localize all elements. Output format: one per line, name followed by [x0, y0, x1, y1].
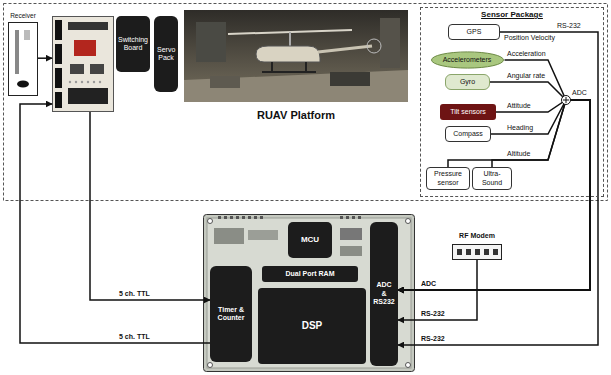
node-label: DSP [302, 320, 323, 332]
signal-label: Heading [506, 124, 534, 132]
signal-connector [398, 100, 590, 290]
node-label: Gyro [460, 78, 475, 86]
signal-label: Position Velocity [503, 34, 556, 42]
node-label: Compass [453, 130, 483, 138]
node-label: Receiver [10, 12, 36, 20]
rf-modem-picture [453, 245, 502, 260]
signal-connector [38, 57, 52, 59]
signal-connector [398, 82, 590, 290]
signal-label: Altitude [506, 150, 531, 158]
summing-junction [562, 96, 571, 105]
sensor-box: Ultra-Sound [472, 167, 512, 190]
node-label: Ultra-Sound [475, 170, 509, 187]
signal-connector [398, 60, 590, 290]
signal-connector [398, 32, 598, 345]
node-label: GPS [467, 28, 482, 36]
signal-label: RS-232 [420, 310, 446, 318]
signal-connector [398, 100, 590, 290]
signal-connector [398, 100, 590, 290]
signal-label: ADC [420, 280, 437, 288]
sensor-box: Gyro [445, 74, 490, 90]
node-label: Sensor Package [481, 10, 543, 20]
timer-counter: Timer & Counter [210, 266, 252, 362]
adc-rs232: ADC & RS232 [370, 222, 398, 366]
dual-port-ram: Dual Port RAM [262, 266, 358, 282]
signal-connector [398, 100, 590, 290]
signal-label: Acceleration [506, 50, 547, 58]
receiver-picture [9, 23, 37, 95]
node-label: Tilt sensors [450, 108, 486, 116]
signal-label: RS-232 [556, 22, 582, 30]
receiver-outline [8, 22, 38, 96]
helicopter-photo [184, 10, 408, 102]
dsp-chip: DSP [258, 288, 366, 364]
mcu-chip: MCU [288, 222, 332, 258]
interface-board-picture [53, 17, 114, 112]
signal-label: 5 ch. TTL [118, 290, 151, 298]
signal-connector [20, 104, 210, 343]
switching-board: Switching Board [52, 16, 150, 112]
node-label: RF Modem [459, 232, 495, 240]
signal-label: Angular rate [506, 72, 546, 80]
platform-frame [4, 4, 608, 201]
signal-connector [90, 112, 210, 300]
sensor-box: GPS [448, 24, 500, 40]
node-label: Servo Pack [157, 46, 175, 63]
rf-modem: RF Modem [452, 232, 502, 260]
sensor-ellipse: Accelerometers [430, 51, 505, 69]
dsp-board-picture [204, 215, 415, 372]
node-label: MCU [301, 235, 319, 245]
node-label: Switching Board [118, 36, 149, 53]
sensor-box: Compass [445, 126, 491, 142]
platform-photo: RUAV Platform [184, 10, 408, 122]
ellipse-shape [431, 52, 503, 68]
servo-pack: Servo Pack [154, 16, 178, 92]
node-label: ADC & RS232 [373, 281, 395, 306]
node-label: Timer & Counter [213, 306, 249, 323]
node-label: Dual Port RAM [286, 270, 335, 278]
label-bar: Switching Board [116, 16, 150, 72]
signal-label: Attitude [506, 102, 532, 110]
signal-connector [398, 260, 477, 320]
junction-cross [563, 97, 569, 103]
sensor-box: Tilt sensors [440, 104, 496, 120]
node-label: Accelerometers [443, 56, 492, 64]
signal-label: RS-232 [420, 335, 446, 343]
rf-modem-outline [452, 244, 502, 260]
receiver: Receiver [8, 12, 38, 96]
node-label: Pressure sensor [429, 170, 467, 187]
sensor-box: Pressure sensor [426, 167, 470, 190]
node-label: RUAV Platform [257, 109, 335, 122]
signal-label: 5 ch. TTL [118, 333, 151, 341]
signal-label: ADC [571, 89, 588, 97]
